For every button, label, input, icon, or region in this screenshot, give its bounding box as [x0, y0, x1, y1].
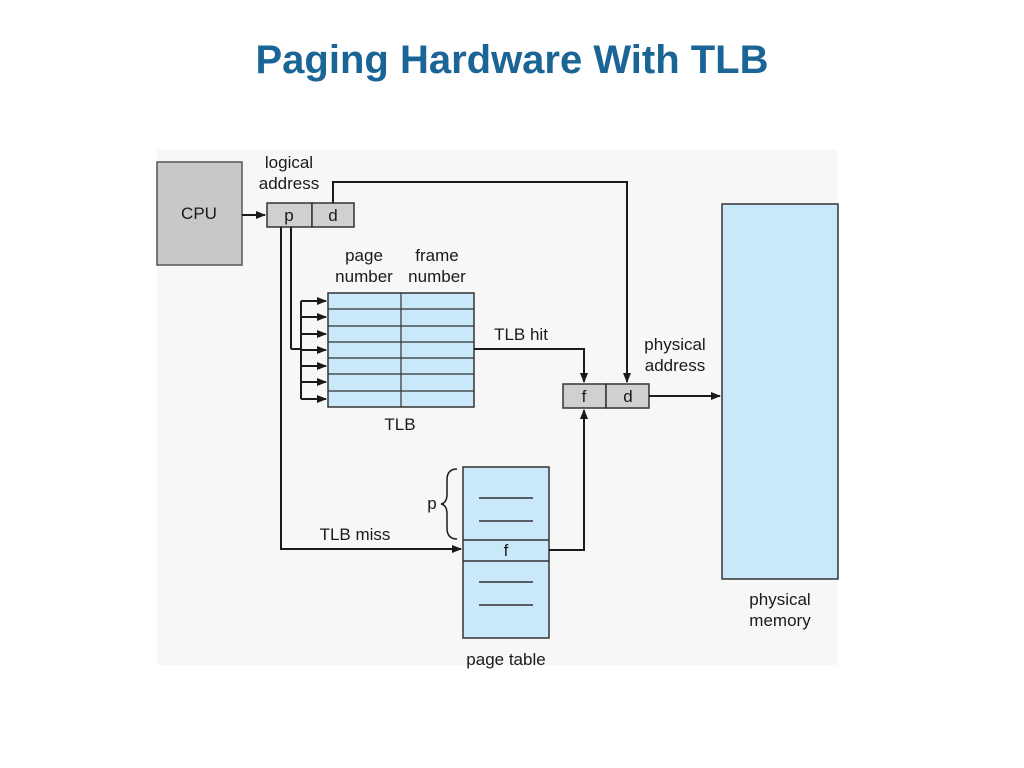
cpu-box	[156, 161, 243, 266]
page-table-p-label: p	[427, 494, 436, 513]
tlb-hit-label: TLB hit	[494, 325, 548, 344]
physical-memory-label-line2: memory	[749, 611, 811, 630]
tlb-label: TLB	[384, 415, 415, 434]
physical-address-label-line1: physical	[644, 335, 705, 354]
slide-title: Paging Hardware With TLB	[255, 38, 769, 82]
page-table	[462, 466, 550, 639]
physical-d-cell	[605, 383, 650, 409]
frame-number-header-line2: number	[408, 267, 466, 286]
tlb-miss-arrow	[280, 227, 462, 553]
page-table-f-label: f	[504, 541, 509, 560]
page-table-brace	[440, 468, 458, 540]
logical-d-label: d	[328, 206, 337, 225]
frame-number-header-line1: frame	[415, 246, 458, 265]
tlb-table	[327, 292, 475, 408]
logical-p-label: p	[284, 206, 293, 225]
cpu-label: CPU	[181, 204, 217, 223]
physical-memory-box	[721, 203, 839, 580]
physical-d-label: d	[623, 387, 632, 406]
logical-d-cell	[311, 202, 355, 228]
logical-address-label-line1: logical	[265, 153, 313, 172]
page-table-to-physical-arrow	[549, 409, 588, 551]
page-number-header-line1: page	[345, 246, 383, 265]
page-to-tlb-arrows	[290, 227, 327, 403]
page-table-label: page table	[466, 650, 545, 669]
physical-address-label-line2: address	[645, 356, 705, 375]
offset-to-physical-arrow	[332, 181, 631, 383]
tlb-miss-label: TLB miss	[320, 525, 391, 544]
physical-f-label: f	[582, 387, 587, 406]
tlb-hit-arrow	[474, 348, 588, 383]
logical-address-label-line2: address	[259, 174, 319, 193]
page-number-header-line2: number	[335, 267, 393, 286]
physical-memory-label-line1: physical	[749, 590, 810, 609]
